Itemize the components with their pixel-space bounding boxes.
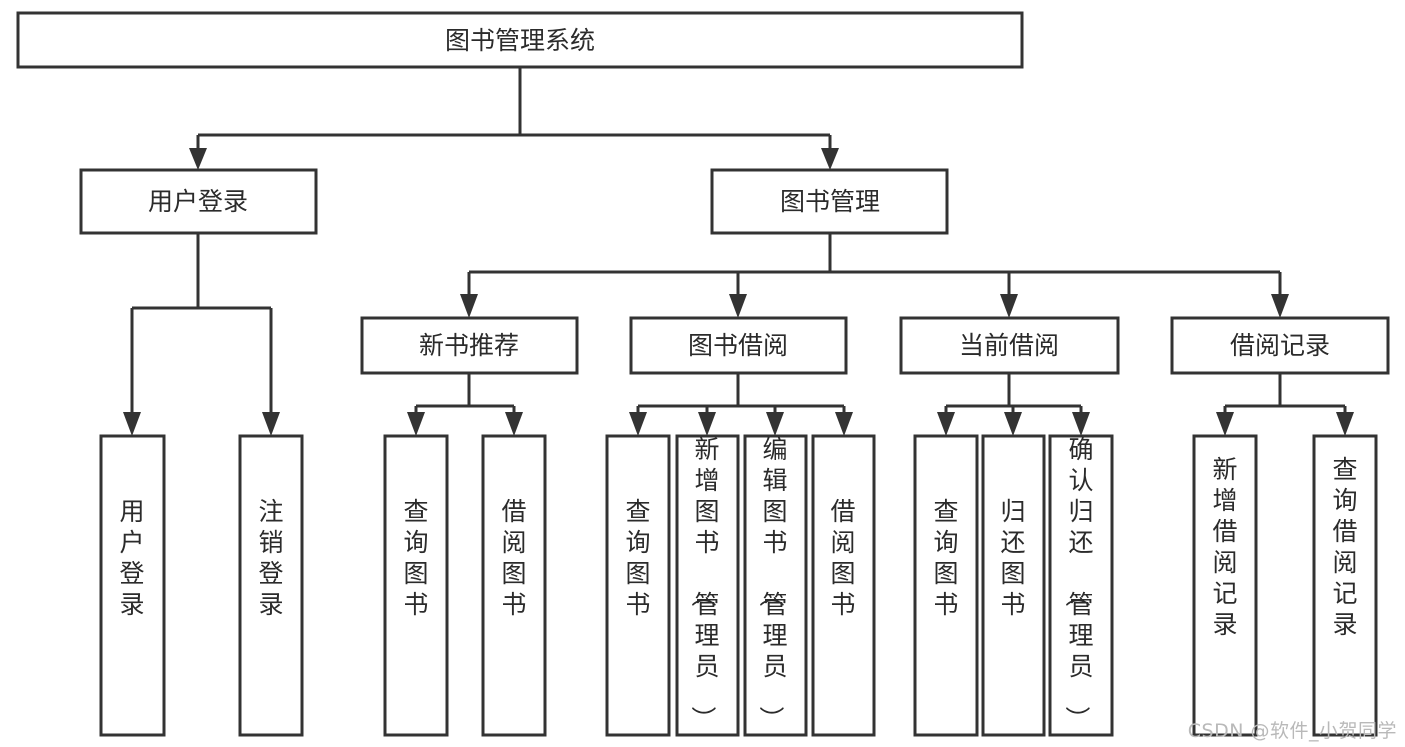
root-box[interactable] [16, 11, 1024, 69]
leaf-query-borrow-record-box[interactable] [1312, 434, 1378, 737]
leaf-query-book-borrow-label: 查询图书 [625, 497, 650, 619]
leaf-logout-box[interactable] [238, 434, 304, 737]
arrow-to-leaf-user-login [123, 412, 141, 436]
leaf-user-login[interactable]: 用户登录 [99, 434, 166, 737]
leaf-add-borrow-record-box[interactable] [1192, 434, 1258, 737]
node-book-manage[interactable]: 图书管理 [710, 168, 949, 235]
leaf-borrow-book-rec-label: 借阅图书 [501, 497, 526, 619]
arrow-to-user-login [189, 148, 207, 170]
arrow-to-leaf-edit-book [766, 412, 784, 436]
leaf-logout-label: 注销登录 [258, 497, 283, 619]
book-manage-box[interactable] [710, 168, 949, 235]
leaf-user-login-box[interactable] [99, 434, 166, 737]
arrow-to-leaf-confirm-return [1072, 412, 1090, 436]
leaf-nodes-layer: 用户登录 注销登录 查询图书 借阅图书 查询图书 新增图书（管理员） [99, 434, 1378, 737]
leaf-confirm-return[interactable]: 确认归还（管理员） [1048, 434, 1114, 737]
connector-new-book-rec-trunk [414, 373, 516, 420]
leaf-borrow-book[interactable]: 借阅图书 [811, 434, 876, 737]
leaf-borrow-book-rec[interactable]: 借阅图书 [481, 434, 547, 737]
arrow-to-current-borrow [1000, 294, 1018, 318]
root-label: 图书管理系统 [445, 26, 595, 55]
arrow-to-book-manage [821, 148, 839, 170]
leaf-add-book[interactable]: 新增图书（管理员） [675, 434, 740, 737]
leaf-borrow-book-label: 借阅图书 [830, 497, 855, 619]
leaf-add-book-label: 新增图书（管理员） [688, 435, 719, 731]
arrow-to-leaf-add-record [1216, 412, 1234, 436]
leaf-query-book-current-label: 查询图书 [933, 497, 958, 619]
borrow-record-label: 借阅记录 [1230, 331, 1330, 360]
leaf-borrow-book-rec-box[interactable] [481, 434, 547, 737]
node-current-borrow[interactable]: 当前借阅 [899, 316, 1120, 375]
connector-borrow-record-trunk [1223, 373, 1347, 420]
new-book-recommend-box[interactable] [360, 316, 579, 375]
arrow-to-leaf-query-book-1 [407, 412, 425, 436]
leaf-query-book-borrow[interactable]: 查询图书 [605, 434, 671, 737]
leaf-query-book-current-box[interactable] [913, 434, 979, 737]
connector-book-manage-trunk [467, 233, 1282, 300]
arrow-to-leaf-query-book-3 [937, 412, 955, 436]
leaf-user-login-label: 用户登录 [119, 497, 144, 619]
arrow-to-book-borrow [729, 294, 747, 318]
leaf-confirm-return-label: 确认归还（管理员） [1062, 435, 1093, 731]
leaf-return-book-label: 归还图书 [1000, 497, 1025, 619]
arrow-to-leaf-return-book [1004, 412, 1022, 436]
node-book-borrow[interactable]: 图书借阅 [629, 316, 848, 375]
leaf-return-book-box[interactable] [981, 434, 1046, 737]
connectors-layer [123, 67, 1354, 436]
leaf-confirm-return-box[interactable] [1048, 434, 1114, 737]
leaf-add-borrow-record[interactable]: 新增借阅记录 [1192, 434, 1258, 737]
connector-user-login-trunk [130, 233, 273, 420]
leaf-query-book-current[interactable]: 查询图书 [913, 434, 979, 737]
leaf-edit-book[interactable]: 编辑图书（管理员） [743, 434, 808, 737]
current-borrow-label: 当前借阅 [959, 331, 1059, 360]
leaf-logout[interactable]: 注销登录 [238, 434, 304, 737]
leaf-add-borrow-record-label: 新增借阅记录 [1212, 455, 1237, 639]
connector-root-trunk [196, 67, 832, 156]
user-login-label: 用户登录 [148, 187, 248, 216]
node-borrow-record[interactable]: 借阅记录 [1170, 316, 1390, 375]
leaf-return-book[interactable]: 归还图书 [981, 434, 1046, 737]
book-manage-label: 图书管理 [780, 187, 880, 216]
book-borrow-box[interactable] [629, 316, 848, 375]
arrow-to-leaf-query-book-2 [629, 412, 647, 436]
book-borrow-label: 图书借阅 [688, 331, 788, 360]
node-user-login[interactable]: 用户登录 [79, 168, 318, 235]
arrow-to-leaf-borrow-book-2 [835, 412, 853, 436]
arrow-to-new-book-rec [460, 294, 478, 318]
arrow-to-leaf-logout [262, 412, 280, 436]
leaf-edit-book-label: 编辑图书（管理员） [756, 435, 787, 731]
leaf-query-book-borrow-box[interactable] [605, 434, 671, 737]
leaf-add-book-box[interactable] [675, 434, 740, 737]
current-borrow-box[interactable] [899, 316, 1120, 375]
leaf-query-borrow-record[interactable]: 查询借阅记录 [1312, 434, 1378, 737]
leaf-borrow-book-box[interactable] [811, 434, 876, 737]
borrow-record-box[interactable] [1170, 316, 1390, 375]
arrow-to-leaf-borrow-book-1 [505, 412, 523, 436]
arrow-to-leaf-add-book [698, 412, 716, 436]
arrow-to-leaf-query-record [1336, 412, 1354, 436]
node-root[interactable]: 图书管理系统 [16, 11, 1024, 69]
leaf-query-borrow-record-label: 查询借阅记录 [1332, 455, 1357, 639]
leaf-query-book-rec[interactable]: 查询图书 [383, 434, 449, 737]
leaf-query-book-rec-box[interactable] [383, 434, 449, 737]
leaf-query-book-rec-label: 查询图书 [403, 497, 428, 619]
user-login-box[interactable] [79, 168, 318, 235]
connector-book-borrow-trunk [636, 373, 846, 420]
new-book-recommend-label: 新书推荐 [419, 331, 519, 360]
arrow-to-borrow-record [1271, 294, 1289, 318]
leaf-edit-book-box[interactable] [743, 434, 808, 737]
node-new-book-recommend[interactable]: 新书推荐 [360, 316, 579, 375]
